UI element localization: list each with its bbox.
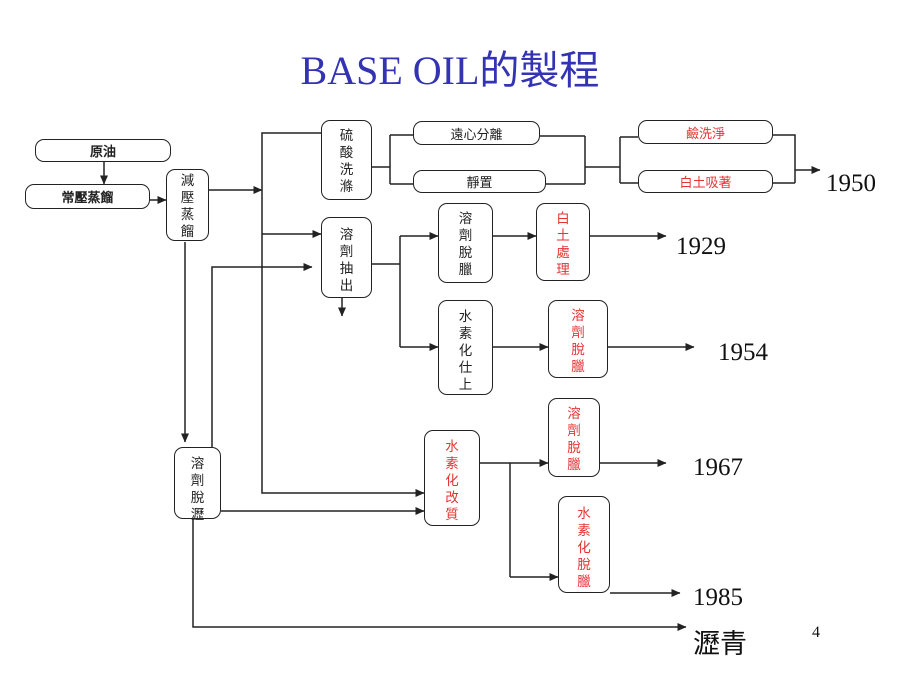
output-1967: 1967 <box>693 454 743 481</box>
solvent-deasphalt-box: 溶劑脫瀝 <box>174 447 221 523</box>
output-1954: 1954 <box>718 339 768 366</box>
alkali-wash-box: 鹼洗淨 <box>638 120 773 144</box>
output-1985: 1985 <box>693 584 743 611</box>
hydrodewax-box: 水素化脫臘 <box>558 496 610 593</box>
solvent-dewax-1929-box: 溶劑脫臘 <box>438 203 493 283</box>
output-asphalt: 瀝青 <box>693 629 747 659</box>
settling-box: 靜置 <box>413 170 546 193</box>
clay-adsorption-box: 白土吸著 <box>638 170 773 193</box>
sulfuric-acid-wash-box: 硫酸洗滌 <box>321 120 372 200</box>
page-number: 4 <box>812 624 820 641</box>
centrifugal-separation-box: 遠心分離 <box>413 121 540 145</box>
clay-treatment-box: 白土處理 <box>536 203 590 281</box>
output-1929: 1929 <box>676 233 726 260</box>
solvent-extraction-box: 溶劑抽出 <box>321 217 372 298</box>
atmospheric-distillation-box: 常壓蒸餾 <box>25 184 150 209</box>
crude-oil-box: 原油 <box>35 139 171 162</box>
hydrofinishing-box: 水素化仕上 <box>438 300 493 395</box>
hydrocracking-box: 水素化改質 <box>424 430 480 526</box>
solvent-dewax-1967-box: 溶劑脫臘 <box>548 398 600 477</box>
solvent-dewax-1954-box: 溶劑脫臘 <box>548 300 608 378</box>
output-1950: 1950 <box>826 170 876 197</box>
slide-title: BASE OIL的製程 <box>300 48 600 93</box>
vacuum-distillation-box: 減壓蒸餾 <box>166 169 209 241</box>
